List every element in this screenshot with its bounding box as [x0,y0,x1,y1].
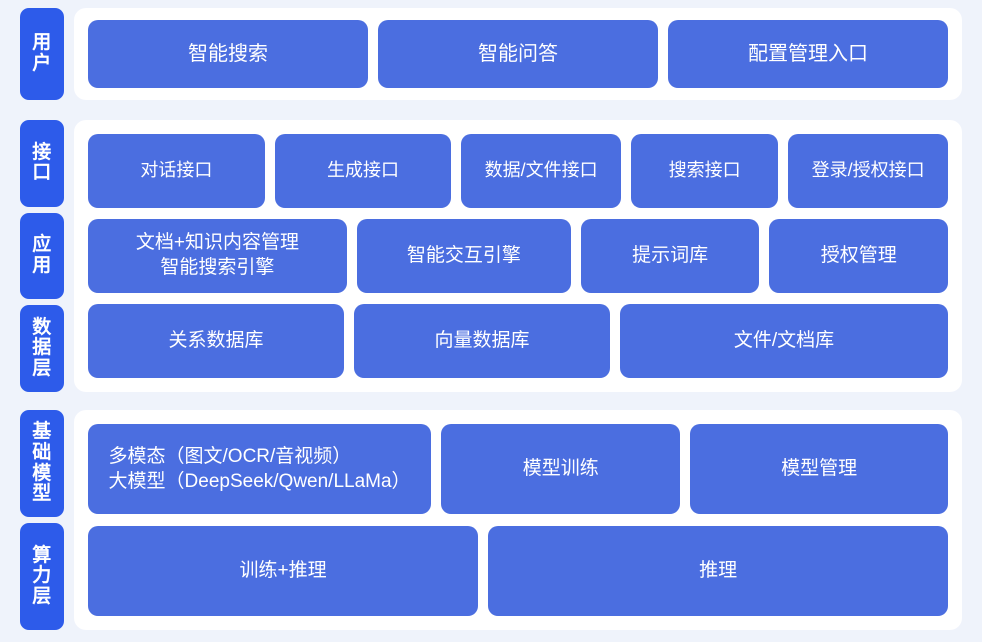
card-config-management-entry[interactable]: 配置管理入口 [668,20,948,88]
card-prompt-library[interactable]: 提示词库 [580,219,760,293]
card-model-management[interactable]: 模型管理 [690,424,948,514]
card-relational-database[interactable]: 关系数据库 [88,304,344,378]
card-dialog-interface[interactable]: 对话接口 [88,134,265,208]
row-data-stores: 关系数据库 向量数据库 文件/文档库 [88,304,948,378]
row-compute: 训练+推理 推理 [88,526,948,616]
layer-label-application: 应用 [20,212,64,300]
card-authorization-management[interactable]: 授权管理 [769,219,948,293]
section-platform: 接口 应用 数据层 对话接口 生成接口 数据/文件接口 搜索接口 登录/授权接口… [20,120,962,393]
row-user-entries: 智能搜索 智能问答 配置管理入口 [88,20,948,88]
card-multimodal-large-model[interactable]: 多模态（图文/OCR/音视频） 大模型（DeepSeek/Qwen/LLaMa） [88,424,432,514]
card-vector-database[interactable]: 向量数据库 [354,304,610,378]
label-stack-platform: 接口 应用 数据层 [20,120,64,393]
card-login-auth-interface[interactable]: 登录/授权接口 [788,134,948,208]
layer-label-interface: 接口 [20,120,64,207]
section-foundation: 基础模型 算力层 多模态（图文/OCR/音视频） 大模型（DeepSeek/Qw… [20,410,962,630]
row-models: 多模态（图文/OCR/音视频） 大模型（DeepSeek/Qwen/LLaMa）… [88,424,948,514]
row-applications: 文档+知识内容管理 智能搜索引擎 智能交互引擎 提示词库 授权管理 [88,219,948,293]
layer-label-user: 用户 [20,8,64,100]
card-file-document-store[interactable]: 文件/文档库 [620,304,948,378]
panel-users: 智能搜索 智能问答 配置管理入口 [74,8,962,100]
card-search-interface[interactable]: 搜索接口 [631,134,779,208]
layer-label-data: 数据层 [20,305,64,393]
panel-platform: 对话接口 生成接口 数据/文件接口 搜索接口 登录/授权接口 文档+知识内容管理… [74,120,962,392]
card-intelligent-search[interactable]: 智能搜索 [88,20,368,88]
layer-label-compute: 算力层 [20,523,64,630]
label-stack-foundation: 基础模型 算力层 [20,410,64,630]
card-inference[interactable]: 推理 [488,526,948,616]
layer-label-foundation-model: 基础模型 [20,410,64,517]
card-training-and-inference[interactable]: 训练+推理 [88,526,479,616]
card-doc-knowledge-management[interactable]: 文档+知识内容管理 智能搜索引擎 [88,219,347,293]
card-interaction-engine[interactable]: 智能交互引擎 [356,219,571,293]
card-model-training[interactable]: 模型训练 [441,424,681,514]
label-stack-users: 用户 [20,8,64,100]
section-users: 用户 智能搜索 智能问答 配置管理入口 [20,8,962,100]
card-generation-interface[interactable]: 生成接口 [274,134,452,208]
row-interfaces: 对话接口 生成接口 数据/文件接口 搜索接口 登录/授权接口 [88,134,948,208]
card-intelligent-qa[interactable]: 智能问答 [378,20,658,88]
panel-foundation: 多模态（图文/OCR/音视频） 大模型（DeepSeek/Qwen/LLaMa）… [74,410,962,630]
card-data-file-interface[interactable]: 数据/文件接口 [461,134,622,208]
